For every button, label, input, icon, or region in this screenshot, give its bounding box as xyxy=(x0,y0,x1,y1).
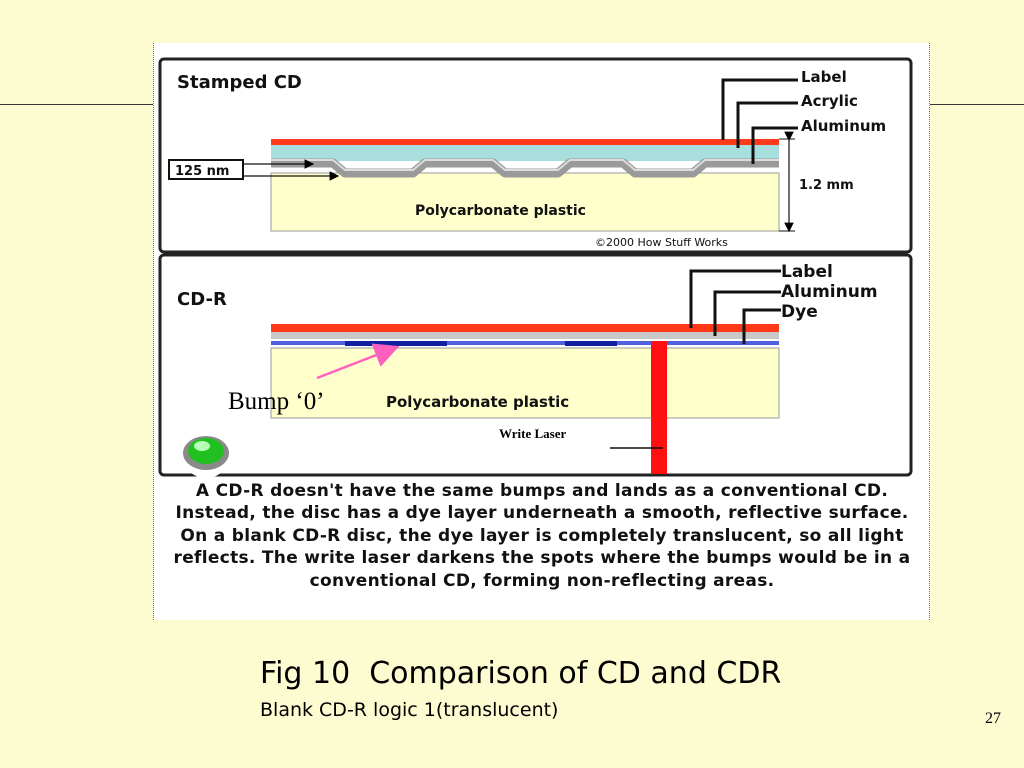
stamped-aluminum-label: Aluminum xyxy=(801,117,886,135)
figure-subtitle: Blank CD-R logic 1(translucent) xyxy=(260,699,559,721)
thickness-label: 1.2 mm xyxy=(799,178,854,193)
cdr-dye-label: Dye xyxy=(781,302,818,322)
stamped-aluminum-layer xyxy=(271,158,779,178)
write-laser-beam xyxy=(651,341,667,474)
figure-title: Fig 10 Comparison of CD and CDR xyxy=(260,656,782,691)
cd-diagram-figure: Stamped CD Polycarbonate plastic 125 nm … xyxy=(153,43,930,620)
cdr-substrate-label: Polycarbonate plastic xyxy=(386,393,569,411)
cdr-label-layer-label: Label xyxy=(781,262,833,282)
stamped-acrylic-layer xyxy=(271,145,779,161)
cdr-panel: CD-R Polycarbonate plastic Label Aluminu… xyxy=(158,253,913,478)
cdr-aluminum-label: Aluminum xyxy=(781,282,878,302)
cdr-aluminum-layer xyxy=(271,332,779,339)
cdr-dark-spot xyxy=(345,341,447,346)
slide-rule-right xyxy=(930,104,1024,105)
stamped-polycarbonate-layer xyxy=(270,172,780,232)
write-laser-label: Write Laser xyxy=(499,426,567,441)
pit-depth-label: 125 nm xyxy=(175,164,229,179)
cdr-label-layer xyxy=(271,324,779,332)
stamped-label-layer-label: Label xyxy=(801,68,847,86)
slide-rule-left xyxy=(0,104,153,105)
green-indicator-icon xyxy=(181,428,231,478)
stamped-cd-panel: Stamped CD Polycarbonate plastic 125 nm … xyxy=(158,57,913,254)
copyright-credit: ©2000 How Stuff Works xyxy=(595,236,728,249)
stamped-acrylic-label: Acrylic xyxy=(801,92,858,110)
stamped-substrate-label: Polycarbonate plastic xyxy=(415,203,586,219)
cdr-title: CD-R xyxy=(177,289,227,310)
stamped-cd-title: Stamped CD xyxy=(177,72,302,93)
stamped-label-layer xyxy=(271,139,779,145)
bump-label: Bump ‘0’ xyxy=(228,388,325,415)
cdr-dark-spot xyxy=(565,341,617,346)
figure-caption: A CD-R doesn't have the same bumps and l… xyxy=(173,481,911,591)
cdr-polycarbonate-layer xyxy=(270,347,780,419)
bump-pointer-arrow xyxy=(316,343,400,380)
cdr-dye-layer xyxy=(271,341,779,345)
page-number: 27 xyxy=(985,710,1001,727)
